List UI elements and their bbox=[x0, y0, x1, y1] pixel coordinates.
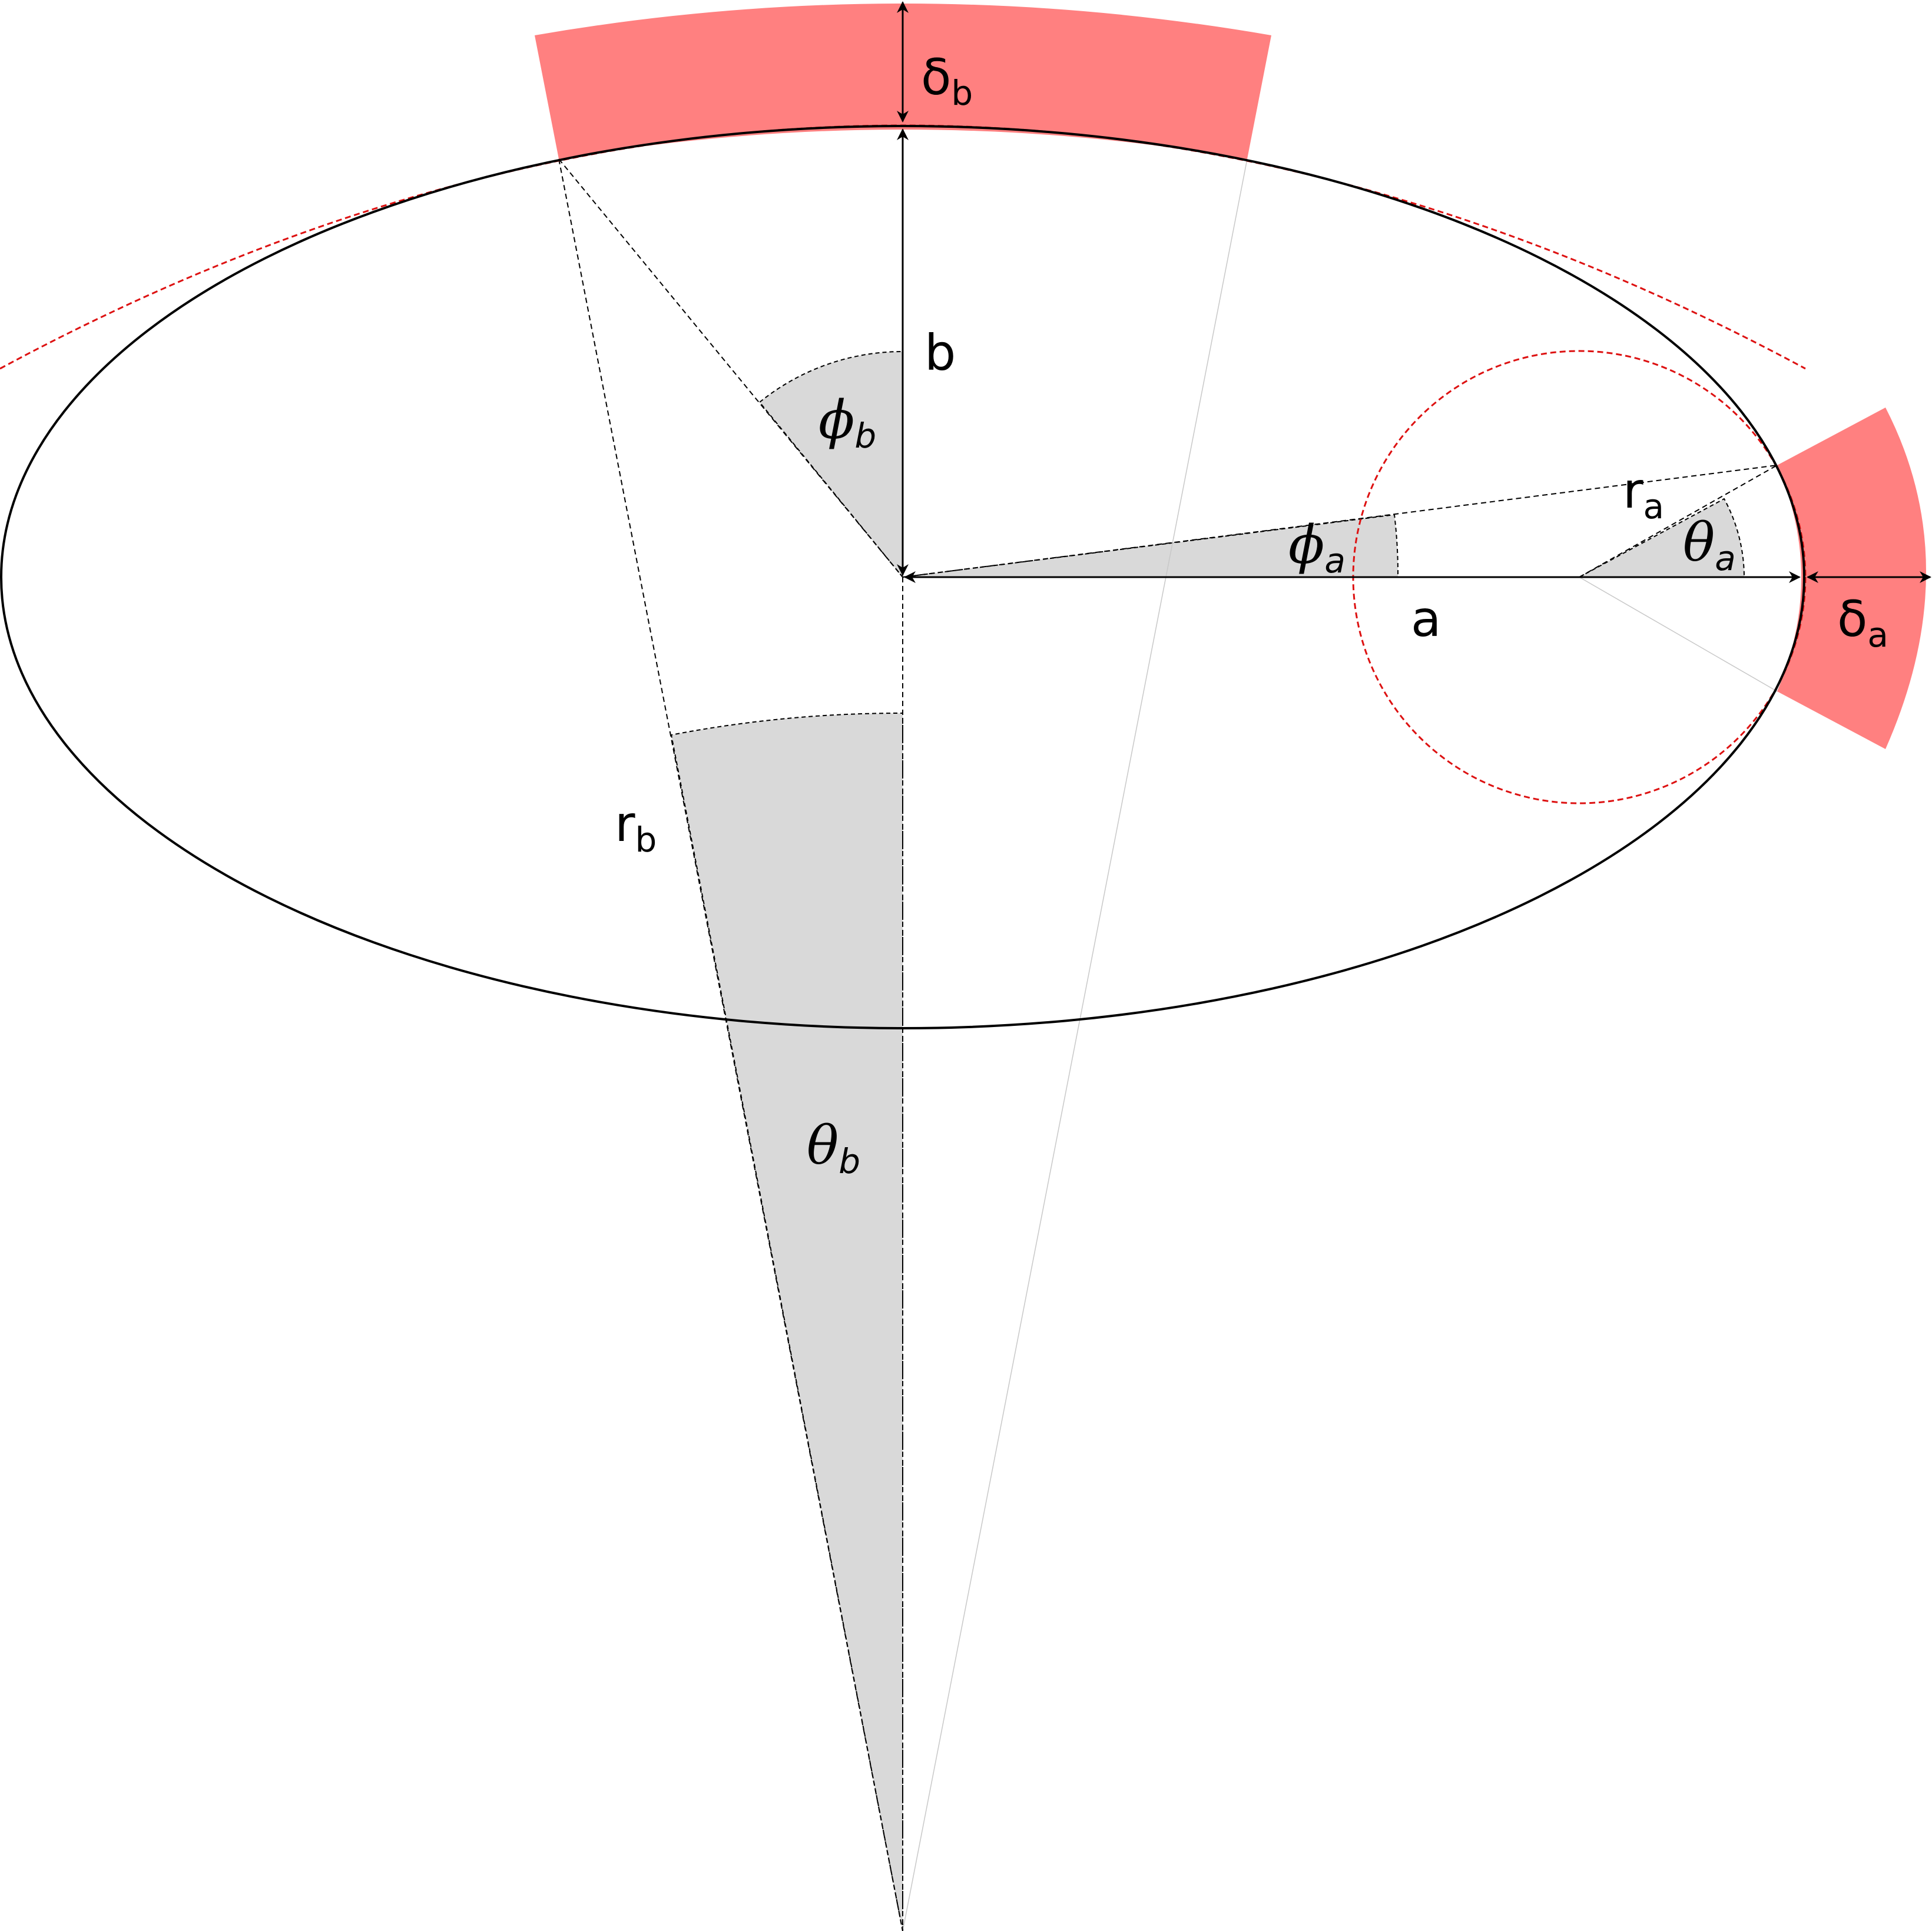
label-r-a: ra bbox=[1623, 462, 1664, 526]
label-phi-b: ϕb bbox=[818, 389, 876, 456]
label-b: b bbox=[924, 324, 956, 382]
label-delta-a: δa bbox=[1837, 590, 1888, 655]
label-a: a bbox=[1411, 590, 1441, 648]
thickness-band-a bbox=[1777, 408, 1926, 749]
label-theta-a: θa bbox=[1683, 512, 1736, 578]
faint-ray-b bbox=[902, 158, 1248, 1931]
angle-sector-theta-b bbox=[670, 712, 903, 1931]
label-theta-b: θb bbox=[807, 1115, 860, 1181]
angle-sector-phi-b bbox=[758, 350, 903, 579]
label-r-b: rb bbox=[615, 795, 657, 860]
label-delta-b: δb bbox=[921, 48, 973, 113]
label-phi-a: ϕa bbox=[1288, 514, 1346, 581]
ellipse bbox=[0, 125, 1805, 1029]
construction-lines bbox=[558, 158, 1778, 1931]
faint-ray-a bbox=[1579, 577, 1778, 692]
